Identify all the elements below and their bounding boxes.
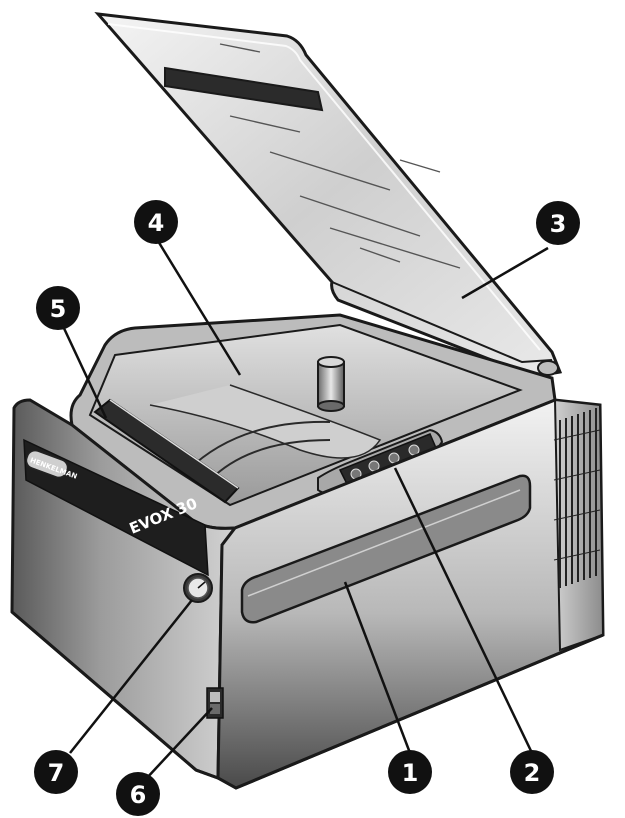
lid-handle bbox=[164, 66, 324, 112]
vacuum-chamber bbox=[69, 313, 557, 530]
vacuum-vent-cylinder bbox=[317, 356, 345, 412]
svg-text:3: 3 bbox=[550, 210, 567, 238]
svg-text:4: 4 bbox=[148, 209, 165, 237]
svg-text:5: 5 bbox=[50, 295, 67, 323]
callout-2: 2 bbox=[510, 750, 554, 794]
svg-text:1: 1 bbox=[402, 759, 419, 787]
callout-1: 1 bbox=[388, 750, 432, 794]
housing: HENKELMAN EVOX 30 bbox=[10, 398, 605, 790]
power-switch-icon bbox=[206, 687, 224, 719]
brand-band bbox=[23, 438, 209, 577]
svg-text:2: 2 bbox=[524, 759, 541, 787]
front-window bbox=[240, 474, 532, 624]
svg-text:6: 6 bbox=[130, 781, 147, 809]
callout-5: 5 bbox=[36, 286, 80, 330]
lid bbox=[94, 12, 563, 376]
lid-hinge bbox=[537, 360, 559, 376]
pressure-gauge-icon bbox=[183, 573, 213, 603]
control-panel-icon bbox=[317, 428, 444, 495]
leader-lines bbox=[60, 240, 549, 781]
lid-reflections bbox=[219, 43, 461, 269]
callout-4: 4 bbox=[134, 200, 178, 244]
callout-7: 7 bbox=[34, 750, 78, 794]
svg-text:7: 7 bbox=[48, 759, 65, 787]
callout-6: 6 bbox=[116, 772, 160, 816]
callout-3: 3 bbox=[536, 201, 580, 245]
maker-logo bbox=[25, 449, 69, 479]
vent-grille bbox=[553, 408, 601, 588]
